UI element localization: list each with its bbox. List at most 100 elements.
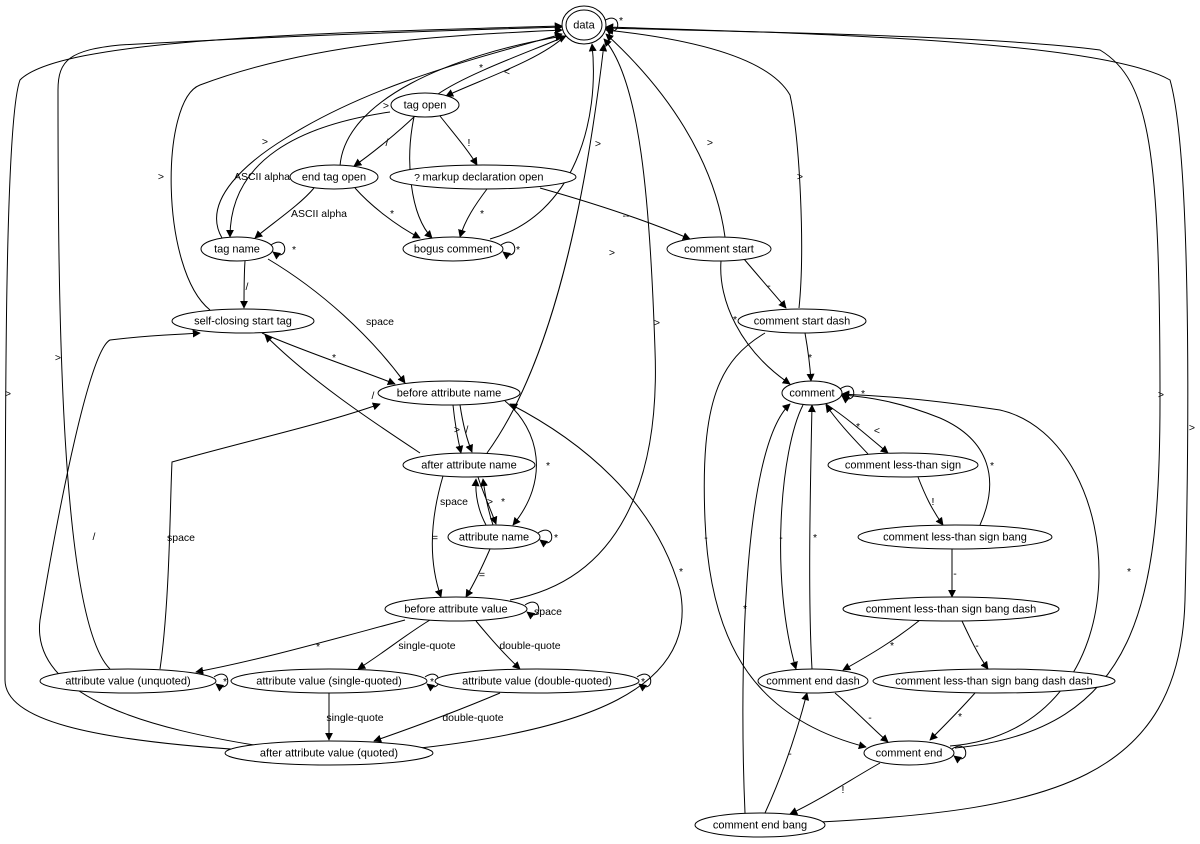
edge-after-attribute-name-to-before-attribute-value	[431, 475, 444, 598]
edge-label: *	[990, 460, 994, 472]
state-label: attribute name	[459, 531, 529, 543]
edge-end-tag-open-to-data	[339, 33, 564, 167]
edge-comment-end-dash-to-comment-end	[834, 692, 889, 743]
state-bogus-comment: bogus comment	[402, 236, 504, 262]
edge-label: -	[953, 568, 957, 580]
edge-tag-name-to-before-attribute-name	[267, 258, 406, 384]
edge-comment-start-to-comment	[720, 260, 791, 385]
edge-label: /	[93, 531, 96, 543]
state-node-shape	[402, 236, 504, 262]
edge-label: double-quote	[442, 712, 503, 724]
state-label: comment less-than sign bang	[883, 531, 1027, 543]
edge-label: >	[262, 136, 268, 148]
edge-label: !	[932, 496, 935, 508]
edge-tag-open-to-tag-name	[226, 111, 391, 238]
edge-tag-name-to-data	[216, 32, 563, 239]
edge-comment-end-bang-to-comment	[742, 403, 791, 814]
state-comment-end: comment end	[863, 740, 955, 766]
edge-label: -	[788, 748, 792, 760]
edge-label: *	[501, 496, 505, 508]
edge-label: *	[861, 388, 865, 400]
edge-label: >	[1189, 422, 1195, 434]
edge-label: <	[504, 66, 510, 78]
state-label: after attribute name	[421, 459, 516, 471]
state-self-closing-start-tag: self-closing start tag	[171, 308, 315, 334]
state-node-shape	[224, 740, 434, 766]
state-node-shape	[863, 740, 955, 766]
edge-label: =	[432, 532, 438, 544]
edge-label: <	[874, 425, 880, 437]
state-node-shape	[694, 812, 826, 838]
edge-comment-to-comment-end-dash	[780, 404, 804, 670]
state-label: comment less-than sign bang dash dash	[895, 675, 1093, 687]
edge-label: *	[223, 676, 227, 688]
state-label: markup declaration open	[422, 171, 543, 183]
state-label: comment	[789, 387, 834, 399]
edge-label: !	[468, 137, 471, 149]
edge-attribute-value-unquoted-to-attribute-value-unquoted	[213, 673, 229, 692]
state-label: end tag open	[302, 171, 366, 183]
edge-label: *	[856, 421, 860, 433]
edge-label: *	[808, 352, 812, 364]
state-label: self-closing start tag	[194, 315, 292, 327]
edge-label: *	[958, 711, 962, 723]
edge-comment-start-to-data	[605, 33, 726, 238]
edge-label: >	[707, 137, 713, 149]
edge-label: -	[975, 640, 979, 652]
state-before-attribute-value: before attribute value	[384, 596, 528, 622]
edge-comment-less-than-sign-bang-dash-to-comment-end-dash	[842, 619, 921, 671]
state-node-shape	[402, 452, 536, 478]
edge-label: *	[890, 640, 894, 652]
edge-comment-end-to-comment-end	[951, 745, 967, 764]
edge-self-closing-start-tag-to-data	[170, 26, 563, 311]
state-tag-name: tag name	[200, 236, 274, 262]
state-node-shape	[666, 236, 772, 262]
state-node-shape	[827, 452, 979, 478]
state-end-tag-open: end tag open	[289, 164, 379, 190]
state-node-shape	[872, 668, 1116, 694]
edge-attribute-value-unquoted-to-before-attribute-name	[159, 402, 381, 670]
edge-comment-end-to-data	[605, 24, 1161, 749]
edge-label: ASCII alpha	[291, 208, 347, 220]
edge-label: >	[797, 171, 803, 183]
edge-label: double-quote	[499, 640, 560, 652]
state-label: tag open	[404, 99, 447, 111]
state-label: comment less-than sign bang dash	[866, 603, 1037, 615]
edge-tag-open-to-data	[437, 35, 567, 95]
edge-label: ASCII alpha	[234, 171, 290, 183]
edge-comment-start-to-comment-start-dash	[743, 258, 787, 309]
edge-label: /	[466, 424, 469, 436]
edge-tag-name-to-self-closing-start-tag	[240, 260, 249, 309]
edge-label: /	[246, 281, 249, 293]
state-label: before attribute name	[397, 387, 502, 399]
edge-label: *	[1127, 566, 1131, 578]
state-label: tag name	[214, 243, 260, 255]
edge-comment-end-dash-to-comment	[807, 404, 816, 670]
state-comment-start: comment start	[666, 236, 772, 262]
edge-bogus-comment-to-bogus-comment	[500, 241, 516, 260]
edge-label: /	[386, 137, 389, 149]
state-attribute-value-unquoted: attribute value (unquoted)	[39, 668, 217, 694]
edge-comment-start-dash-to-comment	[804, 332, 815, 382]
edge-label: >	[654, 317, 660, 329]
edge-labels: *<*/!ASCII alpha?>ASCII alpha**--*>*>/sp…	[5, 15, 1195, 796]
edge-label: *	[554, 532, 558, 544]
edge-tag-open-to-end-tag-open	[353, 115, 416, 167]
edge-after-attribute-value-quoted-to-before-attribute-name	[419, 403, 683, 749]
edge-label: --	[623, 210, 630, 222]
state-node-shape	[200, 236, 274, 262]
edge-tag-name-to-tag-name	[270, 241, 286, 260]
state-after-attribute-name: after attribute name	[402, 452, 536, 478]
state-node-shape	[842, 596, 1060, 622]
edge-label: *	[430, 676, 434, 688]
edge-comment-less-than-sign-bang-to-comment	[841, 391, 991, 526]
state-node-shape	[390, 92, 460, 118]
state-node-shape	[857, 524, 1053, 550]
state-comment-less-than-sign-bang: comment less-than sign bang	[857, 524, 1053, 550]
state-label: comment end bang	[713, 819, 807, 831]
edge-label: -	[704, 532, 708, 544]
state-label: attribute value (double-quoted)	[462, 675, 612, 687]
edge-before-attribute-name-to-after-attribute-name	[459, 404, 473, 453]
state-node-shape	[781, 380, 843, 406]
